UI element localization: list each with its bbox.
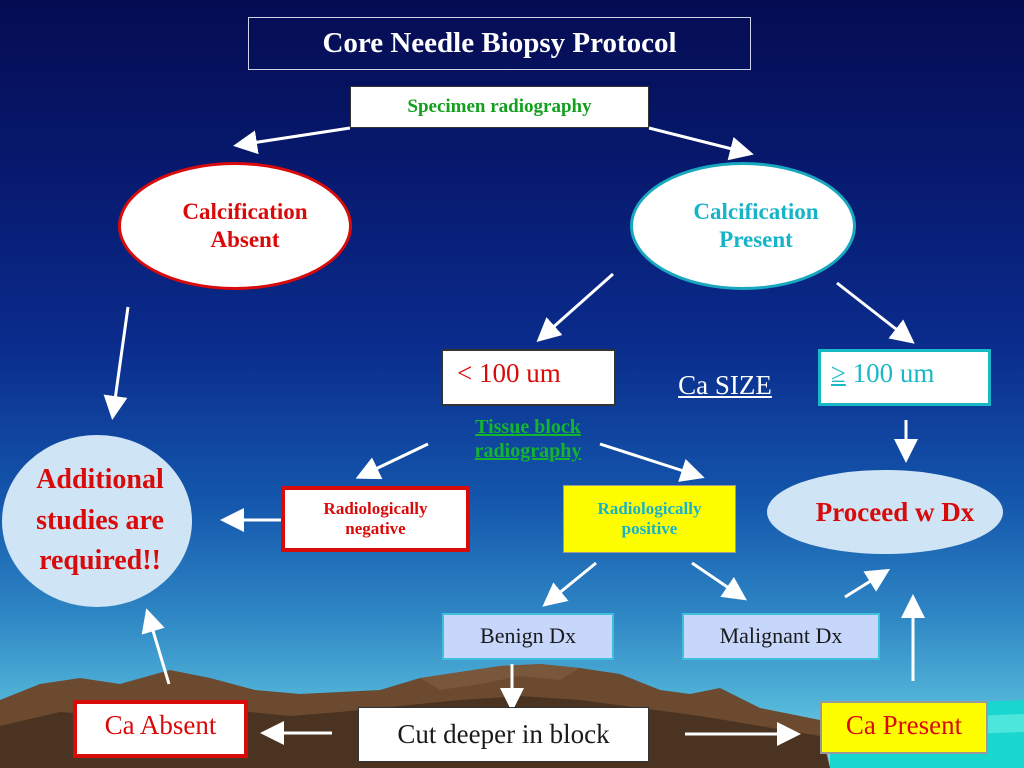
additional-line3: required!! <box>39 545 161 577</box>
ca-absent-box: Ca Absent <box>73 700 248 758</box>
size-at-least-100-text: 100 um <box>845 358 935 389</box>
mountain-highlight <box>420 664 580 690</box>
malignant-dx-box: Malignant Dx <box>682 613 880 660</box>
radiologically-positive-box: Radiologically positive <box>563 485 736 553</box>
arrow-positive-to-malignant <box>691 561 747 601</box>
proceed-with-dx-node: Proceed w Dx <box>767 470 1003 554</box>
arrow-specimen-to-absent <box>233 126 351 155</box>
radio-pos-line1: Radiologically <box>597 498 702 518</box>
ca-size-label: Ca SIZE <box>678 369 772 400</box>
calcification-absent-node: Calcification Absent <box>118 162 352 290</box>
calcification-absent-line2: Absent <box>210 227 280 252</box>
tissue-line1: Tissue block <box>475 416 581 438</box>
size-less-than-100-box: < 100 um <box>441 349 616 406</box>
radio-neg-line2: negative <box>345 519 406 538</box>
ca-present-box: Ca Present <box>820 701 988 754</box>
diagram-title: Core Needle Biopsy Protocol <box>248 17 751 70</box>
arrow-tissue-to-negative <box>355 442 429 480</box>
calcification-present-line2: Present <box>719 227 793 252</box>
calcification-absent-line1: Calcification <box>182 199 308 225</box>
arrow-present-to-ge100 <box>836 281 915 344</box>
greater-equal-symbol: ≥ <box>831 358 846 389</box>
arrow-absent-to-additional <box>103 306 130 420</box>
calcification-present-line1: Calcification <box>693 199 819 225</box>
radio-pos-line2: positive <box>621 519 678 538</box>
benign-dx-box: Benign Dx <box>442 613 614 660</box>
tissue-block-radiography-label: Tissue block radiography <box>440 408 616 470</box>
specimen-radiography-box: Specimen radiography <box>350 86 649 128</box>
size-at-least-100-box: ≥ 100 um <box>818 349 991 406</box>
arrow-present-to-lt100 <box>536 272 614 342</box>
additional-studies-node: Additional studies are required!! <box>2 435 192 607</box>
arrow-caabsent-to-additional <box>141 608 171 685</box>
arrow-positive-to-benign <box>542 561 597 607</box>
radiologically-negative-box: Radiologically negative <box>281 486 470 552</box>
cut-deeper-box: Cut deeper in block <box>358 707 649 762</box>
arrow-malignant-to-proceed <box>844 568 891 599</box>
additional-line1: Additional <box>36 464 164 496</box>
arrow-tissue-to-positive <box>599 442 705 482</box>
radio-neg-line1: Radiologically <box>323 498 428 518</box>
arrow-specimen-to-present <box>648 126 754 161</box>
calcification-present-node: Calcification Present <box>630 162 856 290</box>
additional-line2: studies are <box>36 504 164 536</box>
tissue-line2: radiography <box>474 440 582 462</box>
